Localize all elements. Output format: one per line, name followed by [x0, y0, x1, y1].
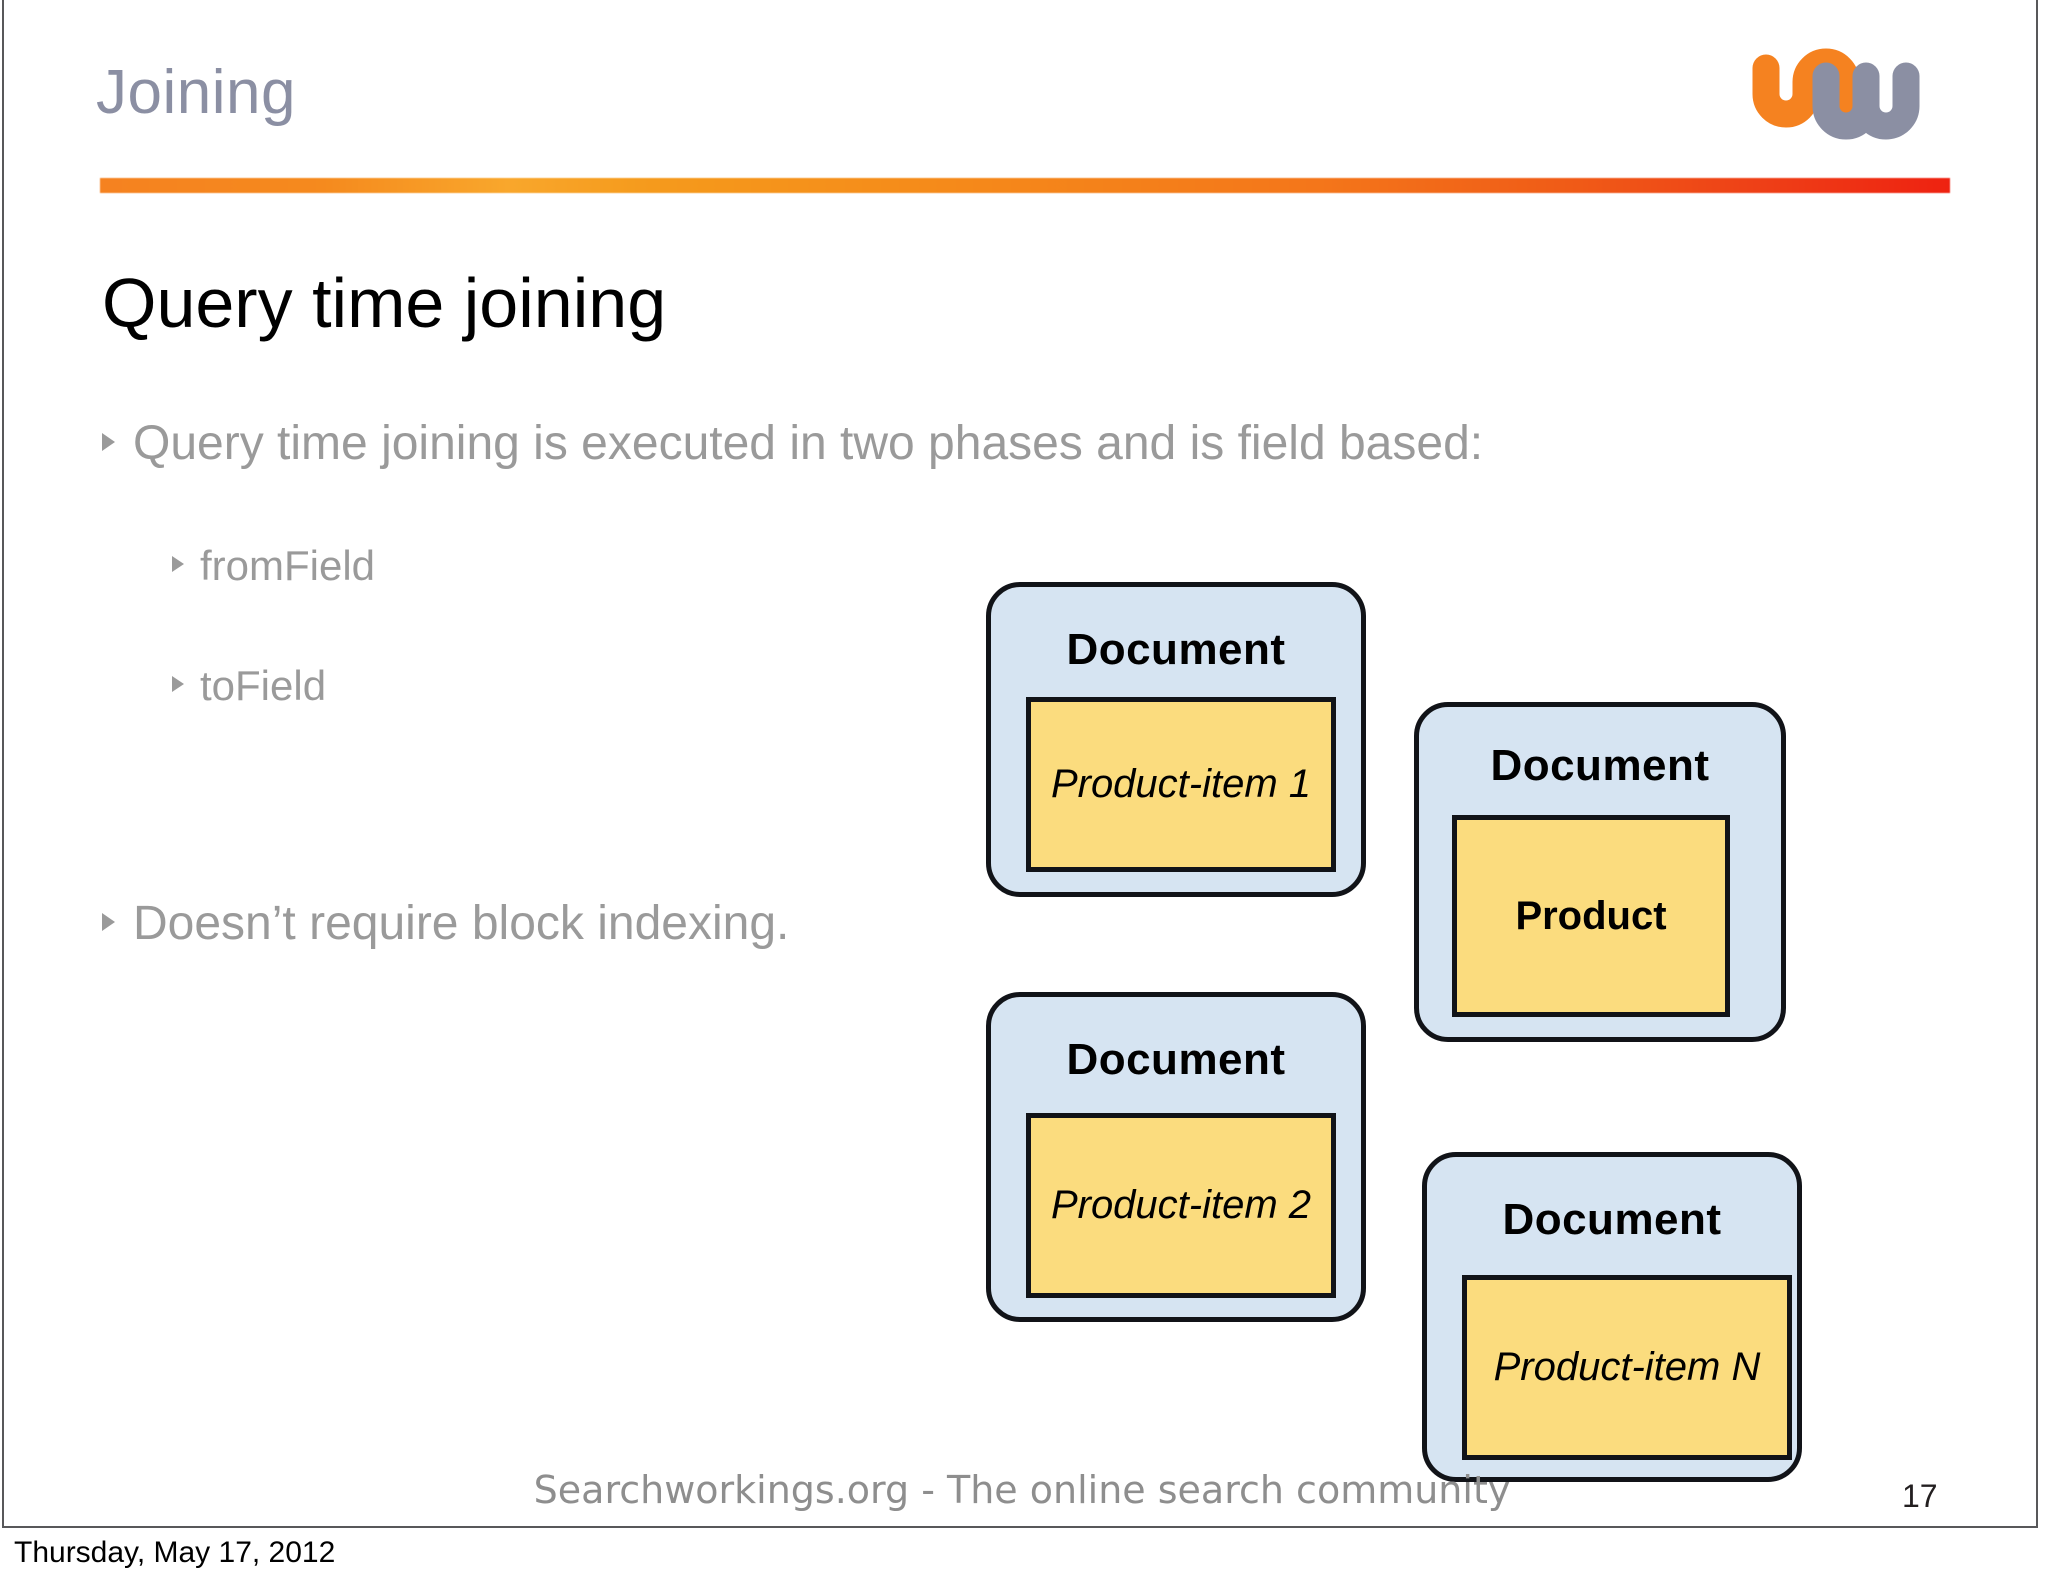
- document-box-title: Document: [1066, 1035, 1286, 1084]
- bullet-item-fromfield: fromField: [172, 545, 375, 587]
- product-item-box: Product: [1452, 815, 1730, 1017]
- slide-title: Joining: [96, 58, 296, 127]
- triangle-bullet-icon: [172, 556, 184, 572]
- bullet-item-tofield: toField: [172, 665, 326, 707]
- document-box: Document Product-item N: [1422, 1152, 1802, 1482]
- triangle-bullet-icon: [172, 676, 184, 692]
- bullet-text: fromField: [200, 542, 376, 589]
- slide: Joining Query time joining Query time jo…: [2, 0, 2038, 1528]
- bullet-text: toField: [200, 662, 327, 709]
- triangle-bullet-icon: [102, 433, 115, 451]
- document-box-title: Document: [1490, 741, 1710, 790]
- bullet-item-block-indexing: Doesn’t require block indexing.: [102, 900, 789, 948]
- footer-tagline: Searchworkings.org - The online search c…: [533, 1468, 1511, 1512]
- page-number: 17: [1902, 1478, 1938, 1514]
- product-item-box: Product-item 2: [1026, 1113, 1336, 1298]
- header-gradient-rule: [100, 178, 1950, 193]
- searchworkings-uw-logo-icon: [1744, 34, 1944, 142]
- triangle-bullet-icon: [102, 913, 115, 931]
- product-item-box: Product-item 1: [1026, 697, 1336, 872]
- document-box: Document Product-item 1: [986, 582, 1366, 897]
- date-stamp: Thursday, May 17, 2012: [14, 1536, 336, 1569]
- document-box-title: Document: [1502, 1195, 1722, 1244]
- product-item-box: Product-item N: [1462, 1275, 1792, 1460]
- document-box: Document Product-item 2: [986, 992, 1366, 1322]
- bullet-text: Query time joining is executed in two ph…: [133, 417, 1484, 470]
- bullet-item-primary: Query time joining is executed in two ph…: [102, 420, 1483, 468]
- document-box-title: Document: [1066, 625, 1286, 674]
- document-box: Document Product: [1414, 702, 1786, 1042]
- bullet-text: Doesn’t require block indexing.: [133, 897, 790, 950]
- content-heading: Query time joining: [102, 264, 667, 342]
